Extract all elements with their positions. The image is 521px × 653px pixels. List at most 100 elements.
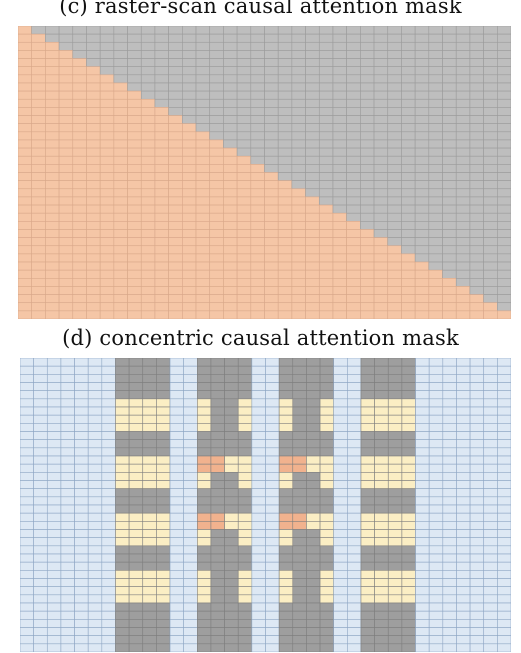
raster-mask-cell	[414, 269, 430, 279]
raster-mask-cell	[428, 139, 443, 149]
raster-mask-cell	[127, 58, 142, 68]
raster-mask-cell	[86, 107, 101, 116]
concentric-mask-cell	[87, 390, 103, 400]
concentric-mask-cell	[387, 398, 403, 408]
concentric-mask-cell	[469, 447, 485, 457]
raster-mask-cell	[72, 172, 87, 181]
concentric-mask-cell	[60, 627, 75, 636]
raster-mask-cell	[45, 253, 60, 263]
raster-mask-cell	[277, 221, 293, 230]
raster-mask-cell	[168, 74, 183, 84]
raster-mask-cell	[414, 26, 430, 35]
concentric-mask-cell	[456, 374, 471, 383]
raster-mask-cell	[168, 269, 183, 279]
concentric-mask-cell	[306, 463, 321, 473]
concentric-mask-cell	[333, 521, 348, 530]
concentric-mask-cell	[374, 529, 389, 538]
concentric-mask-cell	[374, 553, 389, 563]
concentric-mask-cell	[169, 439, 184, 449]
concentric-mask-cell	[306, 472, 321, 481]
raster-mask-cell	[401, 180, 416, 190]
raster-mask-cell	[72, 269, 87, 279]
raster-mask-cell	[31, 155, 46, 165]
concentric-mask-cell	[306, 635, 321, 645]
raster-mask-cell	[195, 155, 211, 165]
raster-mask-cell	[236, 302, 252, 312]
raster-mask-cell	[168, 180, 183, 190]
concentric-mask-cell	[115, 570, 130, 579]
raster-mask-cell	[387, 180, 402, 190]
concentric-mask-cell	[33, 488, 48, 498]
concentric-mask-cell	[469, 455, 485, 465]
raster-mask-cell	[277, 115, 293, 124]
concentric-mask-cell	[60, 480, 75, 489]
concentric-mask-cell	[101, 594, 116, 604]
concentric-mask-cell	[87, 635, 103, 645]
raster-mask-cell	[483, 98, 498, 108]
raster-mask-cell	[154, 66, 169, 76]
raster-mask-cell	[497, 33, 511, 43]
raster-mask-cell	[469, 221, 484, 230]
raster-mask-cell	[168, 204, 183, 214]
raster-mask-cell	[387, 50, 402, 59]
concentric-mask-cell	[156, 463, 171, 473]
concentric-mask-cell	[101, 635, 116, 645]
concentric-mask-cell	[20, 455, 34, 465]
concentric-mask-cell	[278, 578, 294, 587]
concentric-mask-cell	[374, 447, 389, 457]
raster-mask-cell	[291, 221, 306, 230]
concentric-mask-cell	[497, 439, 511, 449]
raster-mask-cell	[305, 237, 320, 247]
raster-mask-cell	[264, 147, 279, 157]
raster-mask-cell	[387, 245, 402, 255]
concentric-mask-cell	[333, 382, 348, 391]
concentric-mask-cell	[265, 472, 280, 481]
concentric-mask-cell	[347, 521, 362, 530]
raster-mask-cell	[346, 204, 361, 214]
raster-mask-cell	[182, 278, 197, 287]
concentric-mask-cell	[128, 455, 144, 465]
raster-mask-cell	[332, 164, 347, 173]
concentric-mask-cell	[87, 439, 103, 449]
concentric-mask-cell	[237, 423, 253, 432]
concentric-mask-cell	[251, 382, 266, 391]
concentric-mask-cell	[442, 406, 457, 416]
raster-mask-cell	[72, 212, 87, 222]
raster-mask-cell	[387, 164, 402, 173]
raster-mask-cell	[168, 115, 183, 124]
concentric-mask-cell	[87, 455, 103, 465]
raster-mask-cell	[45, 229, 60, 238]
raster-mask-cell	[318, 188, 334, 198]
raster-mask-cell	[168, 294, 183, 304]
concentric-mask-cell	[115, 406, 130, 416]
concentric-mask-cell	[74, 374, 89, 383]
raster-mask-cell	[455, 229, 471, 238]
concentric-mask-cell	[237, 553, 253, 563]
concentric-mask-cell	[33, 545, 48, 555]
raster-mask-cell	[113, 294, 128, 304]
raster-mask-cell	[127, 107, 142, 116]
raster-mask-cell	[346, 26, 361, 35]
raster-mask-cell	[428, 50, 443, 59]
raster-mask-cell	[497, 172, 511, 181]
raster-mask-cell	[72, 66, 87, 76]
raster-mask-cell	[250, 107, 265, 116]
raster-mask-cell	[195, 26, 211, 35]
raster-mask-cell	[373, 98, 389, 108]
concentric-mask-cell	[415, 602, 430, 612]
concentric-mask-cell	[456, 627, 471, 636]
concentric-mask-cell	[87, 594, 103, 604]
raster-mask-cell	[58, 204, 74, 214]
raster-mask-cell	[360, 50, 375, 59]
raster-mask-cell	[58, 107, 74, 116]
raster-mask-cell	[346, 82, 361, 92]
concentric-mask-cell	[101, 365, 116, 375]
concentric-mask-cell	[60, 619, 75, 628]
concentric-mask-cell	[360, 463, 375, 473]
raster-mask-cell	[18, 74, 32, 84]
concentric-mask-cell	[456, 545, 471, 555]
raster-mask-cell	[58, 74, 74, 84]
concentric-mask-cell	[497, 504, 511, 514]
concentric-mask-cell	[183, 488, 198, 498]
concentric-mask-cell	[456, 496, 471, 506]
